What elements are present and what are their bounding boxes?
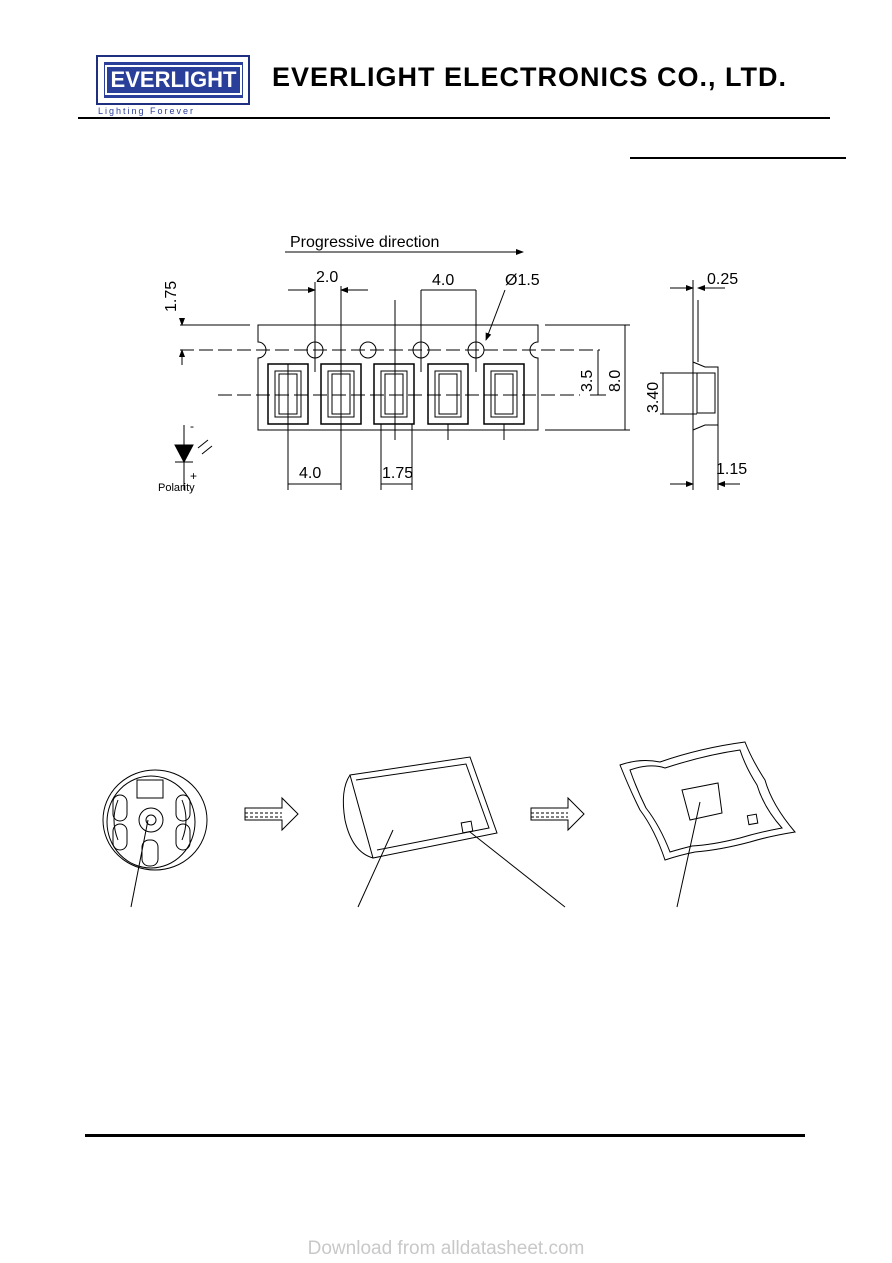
polarity-label: Polarity — [158, 482, 195, 494]
dim-gap-1-75: 1.75 — [382, 465, 413, 482]
tape-pocket — [373, 363, 415, 425]
sprocket-hole — [359, 341, 377, 359]
packing-flow-drawing — [102, 741, 796, 908]
diode-polarity-icon — [174, 425, 213, 490]
header-divider — [78, 117, 830, 119]
footer-watermark: Download from alldatasheet.com — [307, 1238, 585, 1259]
tape-outline — [257, 324, 539, 431]
dim-thickness-0-25: 0.25 — [707, 271, 738, 288]
tape-pocket — [427, 363, 469, 425]
progressive-direction-label: Progressive direction — [290, 234, 439, 251]
polarity-plus: + — [190, 469, 197, 483]
company-name: EVERLIGHT ELECTRONICS CO., LTD. — [272, 62, 788, 92]
sealed-package-illustration — [619, 741, 796, 861]
dim-width-8-0: 8.0 — [607, 370, 624, 392]
reel-illustration — [102, 769, 208, 871]
footer-divider — [85, 1134, 805, 1137]
dim-pitch-4-0-bottom: 4.0 — [299, 465, 321, 482]
logo-tagline: Lighting Forever — [98, 106, 196, 116]
tape-pocket — [483, 363, 525, 425]
dim-hole-diameter: Ø1.5 — [505, 272, 540, 289]
dim-height-3-40: 3.40 — [645, 382, 662, 413]
polarity-minus: - — [190, 419, 194, 433]
dim-edge-1-75: 1.75 — [163, 281, 180, 312]
dim-pitch-2-0: 2.0 — [316, 269, 338, 286]
flow-arrow-icon — [244, 796, 299, 832]
flow-arrow-icon — [530, 796, 585, 832]
company-logo: EVERLIGHT — [96, 55, 250, 105]
dim-pitch-4-0-top: 4.0 — [432, 272, 454, 289]
header-short-rule — [630, 157, 846, 159]
logo-text: EVERLIGHT — [104, 65, 243, 95]
carrier-tape-drawing: Progressive direction — [158, 234, 630, 494]
dim-depth-1-15: 1.15 — [716, 461, 747, 478]
dim-center-3-5: 3.5 — [579, 370, 596, 392]
tape-side-view: 3.40 0.25 1.15 — [645, 271, 747, 490]
moisture-bag-illustration — [342, 756, 498, 859]
